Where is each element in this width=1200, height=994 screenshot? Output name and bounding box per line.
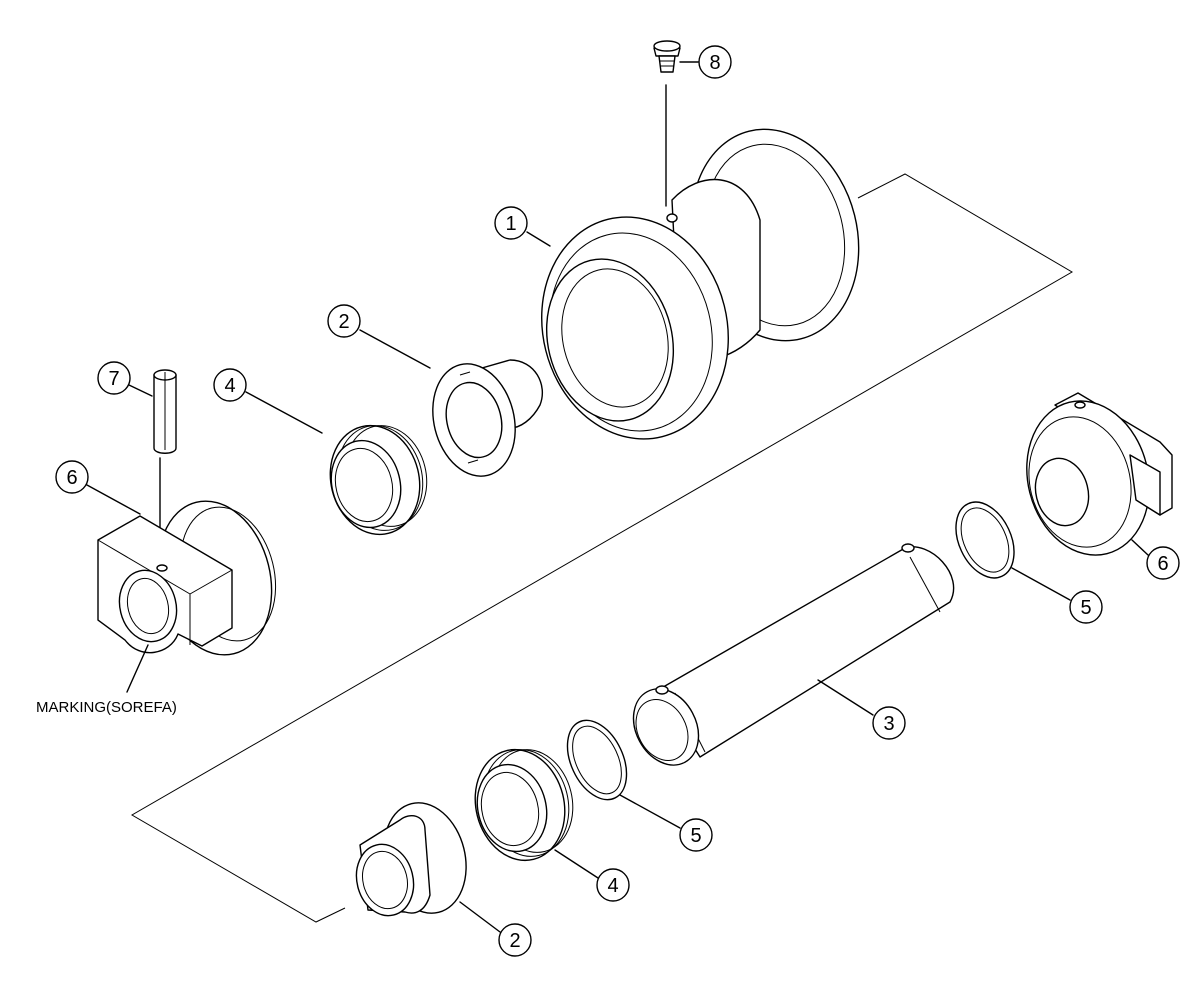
leader-6b <box>1131 539 1149 556</box>
callout-5-lower: 5 <box>679 818 713 852</box>
leader-marking <box>126 644 149 693</box>
leader-4a <box>245 391 323 434</box>
callout-7: 7 <box>97 361 131 395</box>
part-o-ring-upper <box>955 501 1015 579</box>
part-bushing-lower <box>355 802 467 917</box>
leader-6a <box>86 484 141 515</box>
callout-2-upper: 2 <box>327 304 361 338</box>
callout-4-upper-label: 4 <box>224 375 235 397</box>
callout-6-right: 6 <box>1146 546 1180 580</box>
part-o-ring-lower <box>566 719 628 801</box>
part-spring-pin <box>153 369 177 571</box>
part-collar-left <box>97 500 277 656</box>
callout-6-right-label: 6 <box>1157 553 1168 575</box>
part-bushing-upper <box>432 359 544 477</box>
callout-1: 1 <box>494 206 528 240</box>
callout-1-label: 1 <box>505 213 516 235</box>
callout-2-lower-label: 2 <box>509 930 520 952</box>
marking-label: MARKING(SOREFA) <box>36 699 177 716</box>
callout-4-lower-label: 4 <box>607 875 618 897</box>
leader-4b <box>554 849 599 879</box>
part-roller-shell <box>541 128 860 440</box>
callout-5-upper: 5 <box>1069 590 1103 624</box>
leader-1 <box>526 231 551 247</box>
leader-lines <box>86 61 1149 933</box>
leader-7 <box>128 384 153 397</box>
part-seal-lower <box>474 748 574 862</box>
callout-2-upper-label: 2 <box>338 311 349 333</box>
callout-3-label: 3 <box>883 713 894 735</box>
part-shaft <box>632 543 955 766</box>
callout-6-left: 6 <box>55 460 89 494</box>
part-collar-right <box>1026 392 1173 556</box>
part-seal-upper <box>329 424 428 536</box>
part-plug-screw <box>653 40 681 207</box>
callout-2-lower: 2 <box>498 923 532 957</box>
callout-8-label: 8 <box>709 52 720 74</box>
callout-5-lower-label: 5 <box>690 825 701 847</box>
callout-6-left-label: 6 <box>66 467 77 489</box>
callout-3: 3 <box>872 706 906 740</box>
callout-4-lower: 4 <box>596 868 630 902</box>
callout-8: 8 <box>698 45 732 79</box>
leader-5a <box>1011 567 1071 601</box>
leader-2a <box>359 329 431 369</box>
leader-3 <box>817 679 874 716</box>
leader-2b <box>459 901 501 933</box>
callout-7-label: 7 <box>108 368 119 390</box>
callout-5-upper-label: 5 <box>1080 597 1091 619</box>
callout-4-upper: 4 <box>213 368 247 402</box>
assembly-outline <box>131 173 1073 923</box>
leader-5b <box>619 794 681 829</box>
